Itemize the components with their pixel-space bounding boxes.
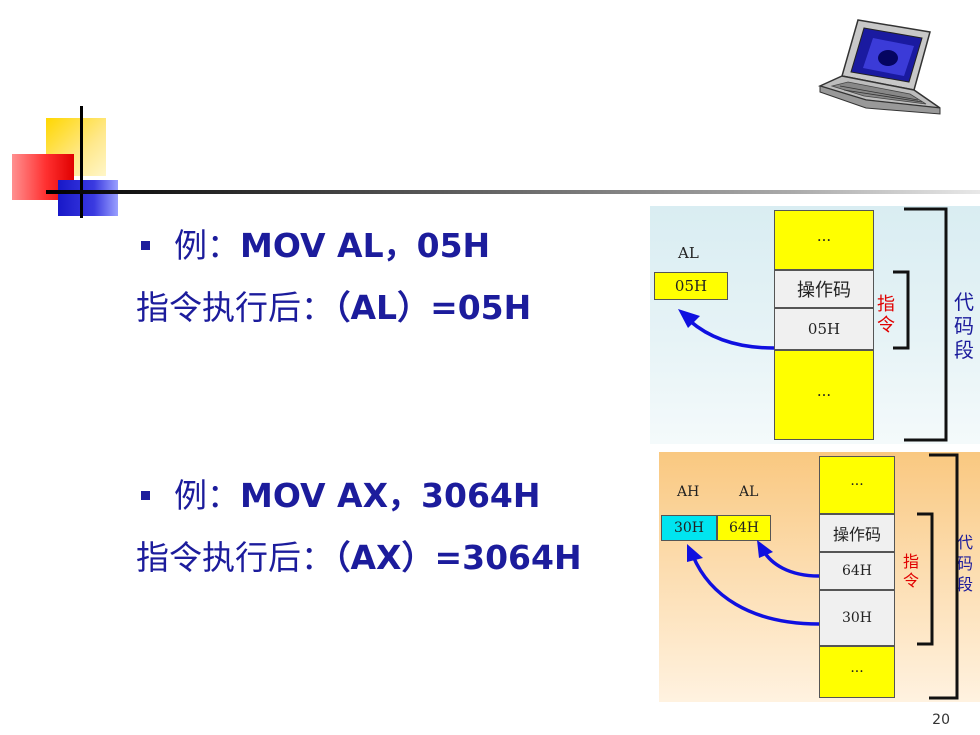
result-line-1: 指令执行后：（AL）=05H bbox=[136, 288, 531, 328]
example-line-2: 例：MOV AX，3064H bbox=[174, 476, 540, 516]
memory-cell-operand: 05H bbox=[774, 308, 874, 350]
move-arrow bbox=[688, 319, 775, 350]
diagram-mov-al: AL 05H ··· 操作码 05H ··· 指令 代码段 bbox=[650, 206, 980, 444]
register-label-al: AL bbox=[678, 244, 699, 262]
page-number: 20 bbox=[932, 712, 950, 728]
move-arrow-head bbox=[678, 309, 700, 328]
example-code: MOV AL，05H bbox=[240, 226, 491, 265]
laptop-icon bbox=[818, 19, 941, 115]
result-code: （AL）=05H bbox=[334, 288, 532, 327]
memory-cell: ··· bbox=[774, 210, 874, 270]
example-code: MOV AX，3064H bbox=[240, 476, 541, 515]
diagram-mov-ax: AH AL 30H 64H ··· 操作码 64H 30H ··· 指令 代码段 bbox=[659, 452, 980, 702]
high-byte-arrow bbox=[691, 555, 820, 626]
result-prefix: 指令执行后： bbox=[136, 288, 334, 327]
diagram-1-annotations bbox=[678, 207, 948, 442]
memory-cell: ··· bbox=[819, 646, 895, 698]
memory-cell: ··· bbox=[774, 350, 874, 440]
code-segment-bracket bbox=[904, 207, 948, 442]
title-divider-line bbox=[46, 190, 980, 194]
low-byte-arrow bbox=[761, 549, 820, 578]
example-line-1: 例：MOV AL，05H bbox=[174, 226, 490, 266]
memory-cell-opcode: 操作码 bbox=[819, 514, 895, 552]
code-segment-label: 代码段 bbox=[954, 290, 974, 362]
decorative-vertical-line bbox=[80, 106, 83, 218]
instruction-bracket bbox=[917, 512, 934, 646]
example-prefix: 例： bbox=[174, 476, 240, 515]
code-segment-label: 代码段 bbox=[956, 533, 973, 594]
memory-cell-high-byte: 30H bbox=[819, 590, 895, 646]
result-line-2: 指令执行后：（AX）=3064H bbox=[136, 538, 582, 578]
instruction-label: 指令 bbox=[877, 294, 895, 336]
high-byte-arrow-head bbox=[687, 544, 703, 562]
register-label-ah: AH bbox=[677, 484, 700, 500]
result-prefix: 指令执行后： bbox=[136, 538, 334, 577]
decorative-blue-square bbox=[58, 180, 118, 216]
memory-cell-opcode: 操作码 bbox=[774, 270, 874, 308]
register-label-al: AL bbox=[739, 484, 759, 500]
bullet-icon bbox=[141, 241, 150, 250]
instruction-bracket bbox=[893, 270, 910, 350]
register-ah-cell: 30H bbox=[661, 515, 717, 541]
memory-cell: ··· bbox=[819, 456, 895, 514]
register-al-cell: 05H bbox=[654, 272, 728, 300]
bullet-icon bbox=[141, 491, 150, 500]
example-prefix: 例： bbox=[174, 226, 240, 265]
result-code: （AX）=3064H bbox=[334, 538, 582, 577]
code-segment-bracket bbox=[929, 453, 959, 700]
memory-cell-low-byte: 64H bbox=[819, 552, 895, 590]
diagram-2-annotations bbox=[687, 453, 959, 700]
instruction-label: 指令 bbox=[902, 552, 919, 590]
register-al-cell: 64H bbox=[717, 515, 771, 541]
low-byte-arrow-head bbox=[757, 540, 773, 558]
